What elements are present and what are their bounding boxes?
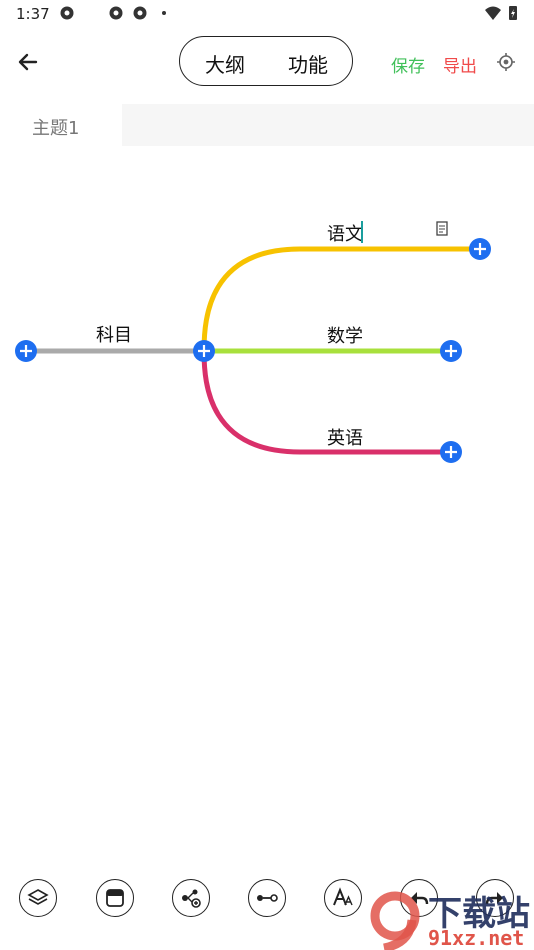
window-style-icon (106, 889, 124, 907)
sheet-tab-bar: 主题1 (0, 104, 534, 146)
status-bar: 1:37 (0, 0, 534, 28)
add-child-plus-icon[interactable] (193, 340, 215, 362)
tab-label: 主题1 (32, 118, 80, 139)
app-notification-icon (60, 6, 74, 20)
note-icon[interactable] (436, 221, 448, 236)
mindmap-canvas[interactable]: 科目 语文 数学 英语 (0, 146, 534, 866)
child-node-label-english[interactable]: 英语 (327, 428, 363, 449)
redo-button[interactable] (476, 879, 514, 917)
export-button[interactable]: 导出 (443, 57, 477, 77)
status-time: 1:37 (16, 5, 50, 23)
mindmap-branches (26, 246, 480, 455)
app-header: 大纲 功能 保存 导出 (0, 28, 534, 98)
site-watermark: 下载站 91xz.net (364, 884, 534, 950)
text-cursor (361, 221, 363, 243)
style-panel-button[interactable] (96, 879, 134, 917)
connector-button[interactable] (248, 879, 286, 917)
more-notifications-dot-icon (162, 11, 166, 15)
undo-icon (411, 892, 429, 905)
child-node-label-chinese[interactable]: 语文 (327, 224, 363, 245)
add-child-plus-icon[interactable] (440, 441, 462, 463)
bottom-toolbar (0, 874, 534, 924)
layers-icon (27, 889, 49, 905)
font-size-icon (333, 887, 353, 906)
back-arrow-icon[interactable] (14, 48, 42, 76)
node-tree-add-icon (182, 889, 201, 908)
outline-mode-button[interactable]: 大纲 (205, 53, 245, 77)
tab-theme-1[interactable]: 主题1 (0, 104, 122, 146)
add-subnode-button[interactable] (172, 879, 210, 917)
connection-line-icon (257, 894, 278, 902)
branch-line-chinese (201, 246, 480, 352)
child-node-label-math[interactable]: 数学 (327, 326, 363, 347)
redo-icon (485, 892, 503, 905)
font-button[interactable] (324, 879, 362, 917)
function-mode-button[interactable]: 功能 (288, 53, 328, 77)
add-child-plus-icon[interactable] (469, 238, 491, 260)
add-parent-plus-icon[interactable] (15, 340, 37, 362)
root-node-label[interactable]: 科目 (96, 325, 132, 346)
layers-button[interactable] (19, 879, 57, 917)
battery-icon (509, 6, 517, 20)
app-notification-icon (109, 6, 123, 20)
locate-center-icon[interactable] (496, 52, 516, 72)
wifi-icon (485, 6, 501, 20)
mode-toggle: 大纲 功能 (179, 36, 353, 86)
app-notification-icon (133, 6, 147, 20)
add-child-plus-icon[interactable] (440, 340, 462, 362)
watermark-logo-icon (370, 891, 420, 950)
save-button[interactable]: 保存 (391, 57, 425, 77)
watermark-brand: 下载站 (428, 894, 530, 934)
watermark-url: 91xz.net (428, 926, 525, 950)
branch-line-english (201, 350, 451, 455)
